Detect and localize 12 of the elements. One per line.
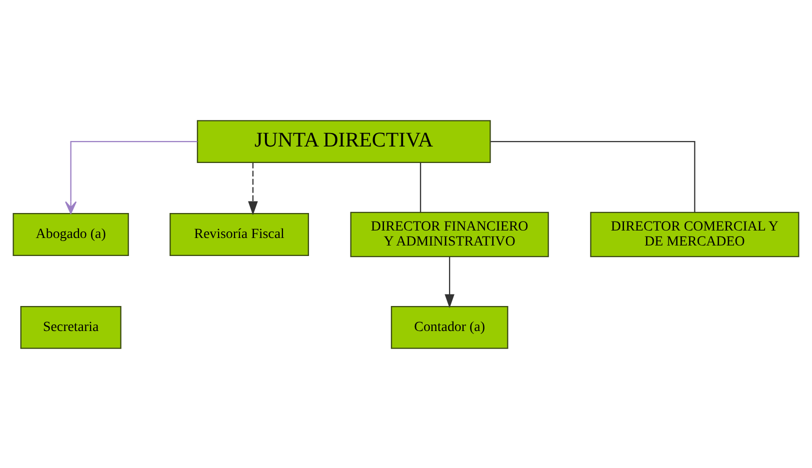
node-box: Contador (a) xyxy=(390,305,508,348)
node-box: Abogado (a) xyxy=(12,212,129,256)
node-box: JUNTA DIRECTIVA xyxy=(196,120,491,163)
arrow xyxy=(65,140,198,214)
connector xyxy=(420,162,422,212)
node-box: Revisoría Fiscal xyxy=(170,212,309,256)
arrow xyxy=(444,256,454,308)
node-box: DIRECTOR FINANCIERO Y ADMINISTRATIVO xyxy=(350,211,549,257)
node-box: Secretaria xyxy=(20,305,122,348)
connector xyxy=(490,140,696,212)
node-box: DIRECTOR COMERCIAL Y DE MERCADEO xyxy=(590,211,800,257)
arrow xyxy=(248,162,258,215)
